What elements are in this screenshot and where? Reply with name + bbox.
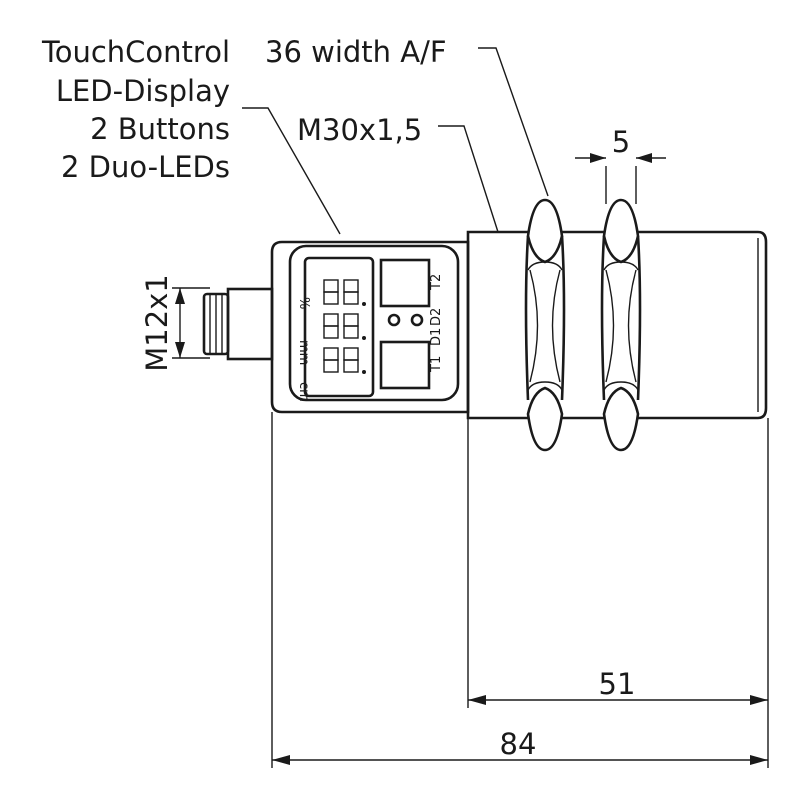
nut-thickness-dimension: 5 [575,125,666,204]
feature-line-led-display: LED-Display [56,74,230,108]
unit-label-mm: mm [296,340,311,365]
thread-leader-line [438,125,499,233]
connector-thread-label: M12x1 [140,274,174,372]
duo-led-d1 [387,313,401,327]
mounting-nut-1 [524,198,566,452]
seven-segment-digit-middle [323,313,366,340]
seven-segment-digit-top [323,279,366,306]
display-panel: cm mm % T1 D1 D2 T2 [288,244,460,402]
label-t2: T2 [429,274,444,291]
touch-button-t2[interactable] [379,258,431,308]
label-d1: D1 [429,328,444,346]
unit-label-cm: cm [296,382,311,402]
m12-connector [202,287,274,361]
feature-leader-line [242,107,341,235]
width-af-leader-line [478,47,549,197]
seven-segment-digit-bottom [323,347,366,374]
overall-length-dimension: 84 [272,727,768,765]
feature-line-buttons: 2 Buttons [90,112,230,146]
sleeve-length-value: 51 [599,667,636,701]
sleeve-length-dimension: 51 [468,667,768,705]
sensor-body: cm mm % T1 D1 D2 T2 [202,198,768,452]
threaded-sleeve [466,230,768,420]
connector-dimension: M12x1 [140,274,210,372]
label-t1: T1 [429,356,444,373]
mounting-nut-2 [600,198,642,452]
overall-length-value: 84 [500,727,537,761]
feature-line-duo-leds: 2 Duo-LEDs [61,150,230,184]
thread-label: M30x1,5 [297,113,422,147]
feature-callout: TouchControl LED-Display 2 Buttons 2 Duo… [41,35,230,184]
touch-button-t1[interactable] [379,340,431,390]
sensor-housing-head [270,240,470,414]
unit-label-percent: % [296,297,311,309]
led-display-window [303,256,375,398]
label-d2: D2 [429,308,444,326]
width-af-label: 36 width A/F [265,35,447,69]
duo-led-d2 [410,313,424,327]
nut-thickness-value: 5 [612,125,630,159]
feature-line-touchcontrol: TouchControl [41,35,230,69]
